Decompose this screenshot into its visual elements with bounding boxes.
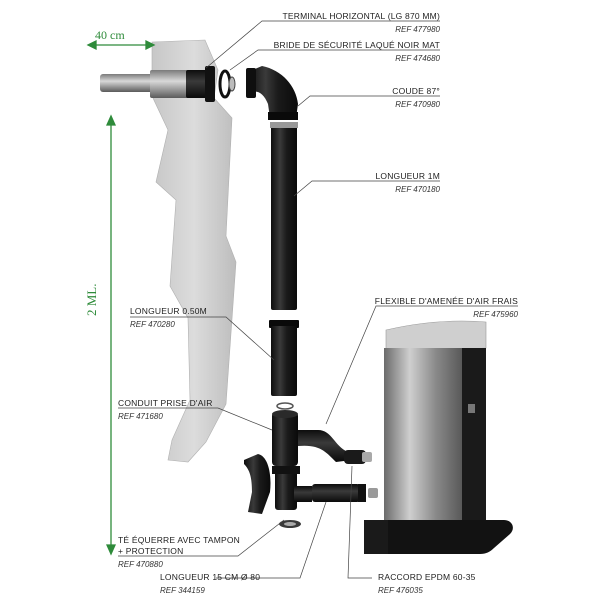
coude-label: COUDE 87° — [392, 86, 440, 96]
flexible-ref: REF 475960 — [473, 310, 518, 319]
pipe-050m — [269, 320, 299, 396]
longueur1m-label: LONGUEUR 1m — [375, 171, 440, 181]
height-dimension-label: 2 ML. — [84, 283, 99, 317]
conduit-prise-air — [272, 410, 352, 466]
longueur15-label: LONGUEUR 15 cm Ø 80 — [160, 572, 261, 582]
te-ref: REF 470880 — [118, 560, 163, 569]
te-label: TÉ ÉQUERRE AVEC TAMPON — [118, 535, 241, 545]
flexible-label: FLEXIBLE D'AMENÉE D'AIR FRAIS — [374, 296, 518, 306]
coude-ref: REF 470980 — [395, 100, 440, 109]
leader-lines — [118, 20, 518, 579]
pellet-stove — [364, 320, 513, 554]
te-label-2: + PROTECTION — [118, 546, 184, 556]
ring-seal — [276, 402, 294, 410]
raccord-epdm — [368, 488, 378, 498]
longueur1m-ref: REF 470180 — [395, 185, 440, 194]
bride-label: BRIDE DE SÉCURITÉ LAQUÉ NOIR MAT — [273, 40, 440, 50]
raccord-ref: REF 476035 — [378, 586, 423, 595]
raccord-label: RACCORD EPDM 60-35 — [378, 572, 476, 582]
pipe-15cm — [312, 484, 366, 502]
bride-collar — [218, 69, 236, 99]
height-dimension-arrow — [105, 114, 117, 556]
wall-block — [151, 39, 237, 463]
protection-ring — [279, 520, 301, 528]
width-dimension-arrow — [86, 39, 156, 51]
longueur050-label: LONGUEUR 0.50m — [130, 306, 207, 316]
pipe-1m — [270, 122, 298, 310]
longueur050-ref: REF 470280 — [130, 320, 175, 329]
te-equerre — [272, 466, 312, 510]
width-dimension-label: 40 cm — [95, 28, 125, 42]
tampon-cap — [244, 454, 271, 514]
conduit-ref: REF 471680 — [118, 412, 163, 421]
bride-ref: REF 474680 — [395, 54, 440, 63]
flexible-air-pipe — [344, 450, 372, 464]
longueur15-ref: REF 344159 — [160, 586, 205, 595]
terminal-ref: REF 477980 — [395, 25, 440, 34]
coude-87-elbow — [246, 66, 298, 120]
conduit-label: CONDUIT PRISE D'AIR — [118, 398, 213, 408]
terminal-horizontal — [100, 66, 215, 102]
terminal-label: TERMINAL HORIZONTAL (lg 870 mm) — [282, 11, 440, 21]
